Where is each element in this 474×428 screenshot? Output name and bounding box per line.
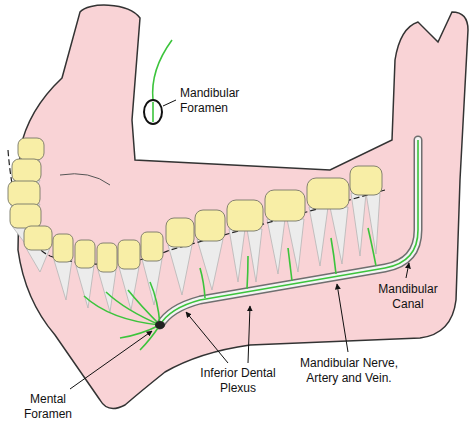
tooth-roots xyxy=(10,158,380,312)
mandibular-canal xyxy=(160,140,418,325)
anatomy-label: Mandibular Nerve, Artery and Vein. xyxy=(290,356,408,386)
anatomy-label: Mandibular Foramen xyxy=(180,86,260,116)
leader-lines xyxy=(70,100,409,389)
tooth-crowns xyxy=(8,138,382,272)
mental-foramen xyxy=(155,321,165,329)
nerve-entry xyxy=(152,102,154,122)
anatomy-label: Mental Foramen xyxy=(8,392,88,422)
mandible-bone xyxy=(18,5,468,408)
nerve-branches xyxy=(84,40,418,350)
mandibular-canal-lumen xyxy=(160,140,418,325)
ramus-line xyxy=(60,174,110,185)
mandibular-foramen xyxy=(144,100,162,124)
anatomy-label: Inferior Dental Plexus xyxy=(188,366,288,396)
anatomy-label: Mandibular Canal xyxy=(368,282,448,312)
gum-line xyxy=(8,150,385,264)
